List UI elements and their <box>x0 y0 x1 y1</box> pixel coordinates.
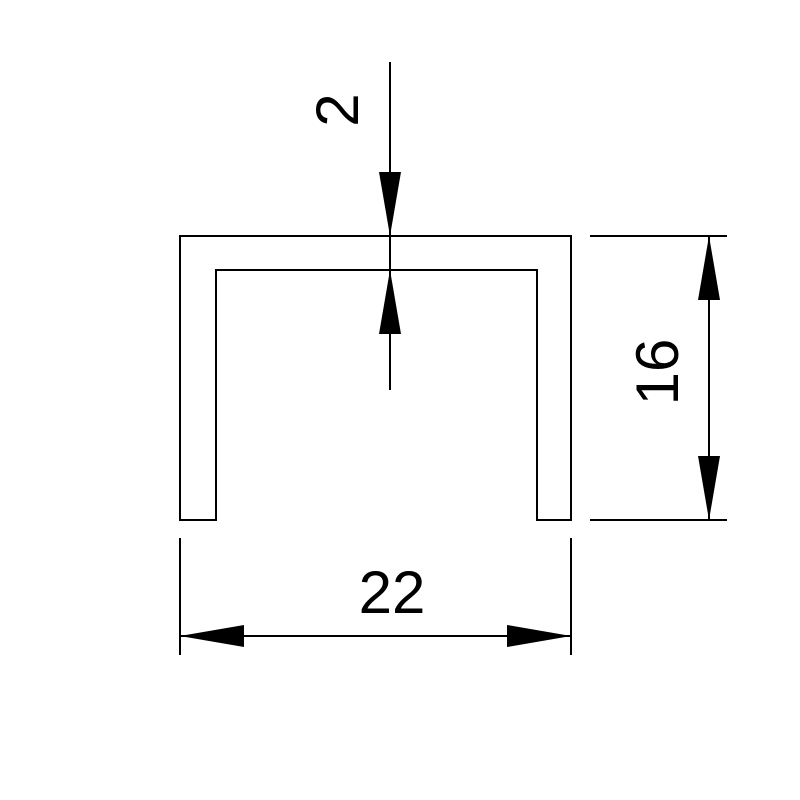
height-arrow-top <box>698 236 720 300</box>
width-arrow-right <box>507 625 571 647</box>
width-arrow-left <box>180 625 244 647</box>
thickness-arrow-down <box>379 172 401 236</box>
thickness-arrow-up <box>379 270 401 334</box>
height-dimension-label: 16 <box>624 339 691 406</box>
channel-profile-outline <box>179 235 572 521</box>
height-dimension: 16 <box>590 235 727 521</box>
thickness-dimension: 2 <box>304 62 401 390</box>
width-dimension: 22 <box>179 538 572 655</box>
width-dimension-label: 22 <box>359 559 426 626</box>
thickness-dimension-label: 2 <box>304 93 371 126</box>
height-arrow-bottom <box>698 456 720 520</box>
